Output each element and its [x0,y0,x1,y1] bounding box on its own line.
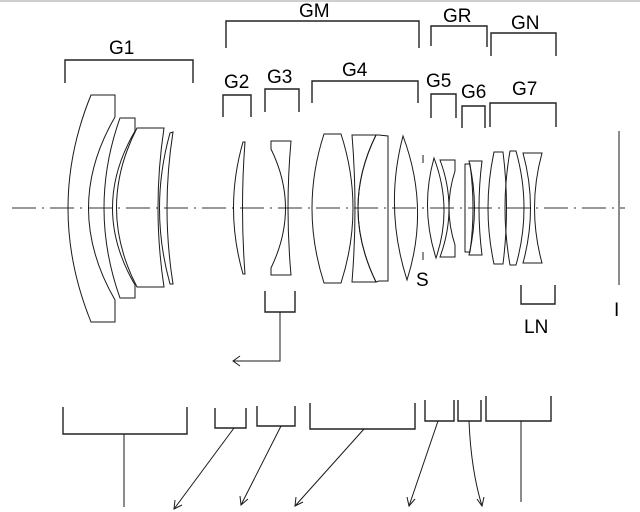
label-g4: G4 [342,60,368,81]
label-g1: G1 [109,38,134,59]
movement-g1 [62,407,188,507]
lens-g7-1 [487,151,507,265]
label-g5: G5 [426,71,451,92]
lens-group-g2 [233,141,246,275]
bracket-gm [225,20,420,48]
lens-g4-4 [393,134,419,282]
bracket-gn [490,32,557,56]
lens-g4-3 [357,134,389,283]
bracket-g6 [461,105,486,128]
lens-g6-2 [468,160,483,256]
bracket-g2 [222,94,252,117]
bracket-g4 [311,80,419,103]
lens-g1-1 [67,94,116,323]
label-stop: S [416,270,429,291]
lens-g7-3 [522,152,543,264]
label-g3: G3 [267,67,292,88]
movement-g2 [173,408,247,510]
movement-g5 [406,400,455,508]
lens-g2-1 [233,141,246,275]
lens-g7-2 [504,150,525,266]
bracket-g7 [489,102,557,127]
lens-group-g4 [311,133,419,284]
bracket-g3 [264,88,300,112]
label-g2: G2 [224,72,249,93]
label-gm: GM [299,1,330,22]
lens-g1-3 [116,127,165,288]
lens-group-g1 [67,94,174,323]
bracket-g5 [430,93,457,118]
label-ln: LN [524,317,548,338]
lens-group-g7 [487,150,543,266]
label-gn: GN [511,13,540,34]
lens-g1-4 [159,131,174,285]
lens-g1-2 [103,117,136,299]
movement-g4 [294,403,416,507]
focus-bracket-g3 [232,291,296,367]
label-image-plane: I [614,300,619,321]
lens-g5-2 [439,159,456,258]
lens-group-g5 [426,156,456,260]
bracket-gr [430,25,488,47]
movement-g7 [485,396,552,502]
lens-group-g6 [464,160,483,256]
bracket-g1 [64,59,194,83]
lens-g5-1 [426,156,445,260]
movement-g6 [457,400,485,508]
lens-group-g3 [270,140,292,276]
movement-g3 [239,406,296,506]
label-g6: G6 [461,82,486,103]
bracket-ln [520,285,556,305]
label-g7: G7 [512,79,537,100]
lens-g3-1 [270,140,292,276]
label-gr: GR [443,6,472,27]
lens-g4-1 [311,133,354,284]
